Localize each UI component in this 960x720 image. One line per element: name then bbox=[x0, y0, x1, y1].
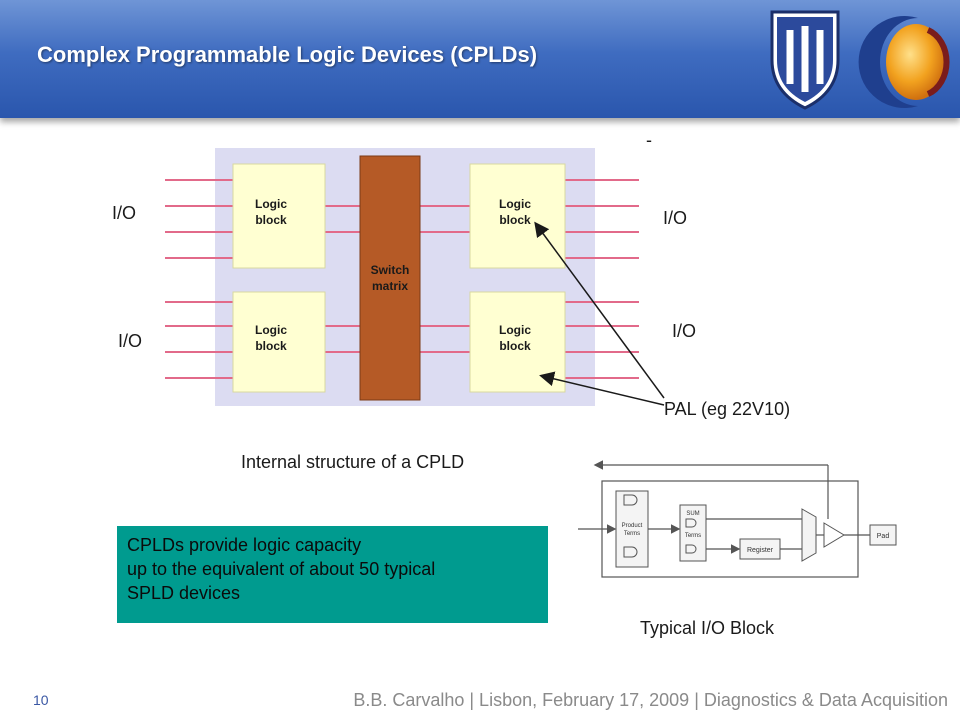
svg-text:Pad: Pad bbox=[877, 533, 890, 540]
io-block-diagram: Product Terms SUM Terms Register Pad bbox=[578, 455, 912, 607]
note-line-1: CPLDs provide logic capacity bbox=[127, 535, 362, 555]
institute-orb-logo-icon bbox=[858, 16, 950, 108]
note-line-2: up to the equivalent of about 50 typical bbox=[127, 559, 436, 579]
logic-block-bottom-right: Logic block bbox=[469, 291, 566, 393]
cpld-capacity-note: CPLDs provide logic capacity up to the e… bbox=[117, 526, 548, 623]
io-label-left-top: I/O bbox=[112, 203, 137, 223]
pad-box bbox=[869, 524, 897, 546]
svg-text:SUM: SUM bbox=[686, 511, 699, 517]
logic-block-bottom-left: Logic block bbox=[232, 291, 326, 393]
io-label-right-bottom: I/O bbox=[672, 321, 697, 341]
footer-text: B.B. Carvalho | Lisbon, February 17, 200… bbox=[353, 690, 948, 710]
svg-text:Product: Product bbox=[622, 523, 643, 529]
io-label-right-top: I/O bbox=[663, 208, 688, 228]
svg-text:block: block bbox=[255, 213, 287, 227]
cpld-caption: Internal structure of a CPLD bbox=[241, 452, 465, 472]
svg-text:block: block bbox=[499, 339, 531, 353]
product-terms-box bbox=[615, 490, 649, 568]
svg-text:Terms: Terms bbox=[685, 533, 701, 539]
svg-text:Logic: Logic bbox=[255, 323, 287, 337]
svg-text:Terms: Terms bbox=[624, 531, 640, 537]
svg-text:block: block bbox=[499, 213, 531, 227]
svg-text:Logic: Logic bbox=[255, 197, 287, 211]
ist-shield-logo-icon bbox=[770, 10, 840, 110]
slide-number: 10 bbox=[33, 692, 49, 708]
pal-label: PAL (eg 22V10) bbox=[664, 399, 791, 419]
logic-block-top-left: Logic block bbox=[232, 163, 326, 269]
cpld-structure-diagram: Switch matrix Logic block Logic block Lo… bbox=[165, 148, 639, 406]
svg-text:block: block bbox=[255, 339, 287, 353]
logic-block-top-right: Logic block bbox=[469, 163, 566, 269]
io-block-caption: Typical I/O Block bbox=[640, 618, 775, 638]
svg-text:Logic: Logic bbox=[499, 197, 531, 211]
switch-matrix bbox=[359, 155, 421, 401]
mux-shape bbox=[801, 508, 817, 562]
switch-matrix-label-1: Switch bbox=[371, 263, 410, 277]
switch-matrix-label-2: matrix bbox=[372, 279, 408, 293]
svg-text:Logic: Logic bbox=[499, 323, 531, 337]
slide-title: Complex Programmable Logic Devices (CPLD… bbox=[37, 42, 538, 67]
svg-text:Register: Register bbox=[747, 547, 774, 554]
sum-terms-box bbox=[679, 504, 707, 562]
title-banner: Complex Programmable Logic Devices (CPLD… bbox=[0, 0, 960, 118]
output-buffer bbox=[823, 522, 845, 548]
io-label-left-bottom: I/O bbox=[118, 331, 143, 351]
decor-dash: - bbox=[646, 130, 652, 150]
note-line-3: SPLD devices bbox=[127, 583, 241, 603]
